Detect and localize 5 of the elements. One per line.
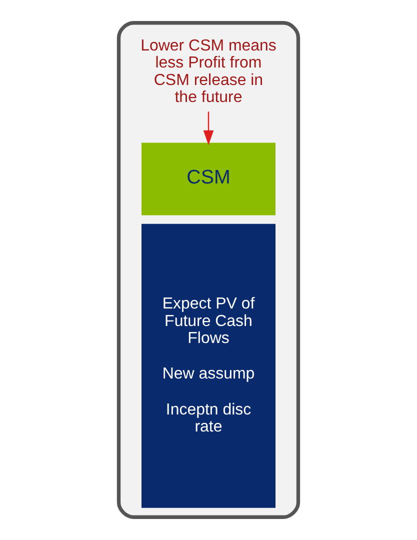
cluster (116, 21, 300, 519)
node-box: CSM (142, 142, 276, 216)
arrow (203, 112, 214, 146)
node-box: Expect PV of Future Cash Flows New assump Inceptn disc rate (142, 224, 276, 508)
node-text: Lower CSM means less Profit from CSM release in the future (140, 37, 276, 106)
